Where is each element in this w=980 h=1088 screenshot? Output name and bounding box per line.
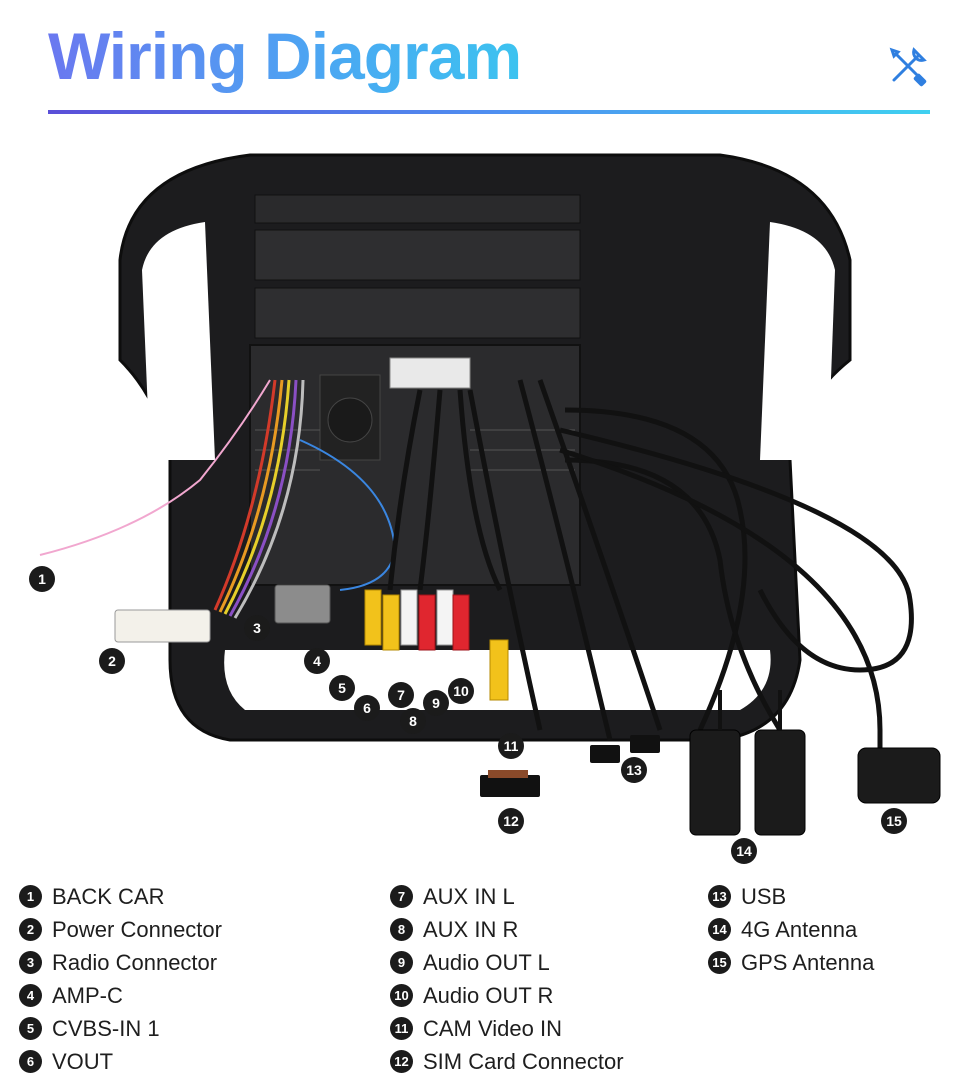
callout-cam-video-in: 11	[498, 733, 524, 759]
legend-number: 5	[19, 1017, 42, 1040]
legend-number: 6	[19, 1050, 42, 1073]
legend-label: CVBS-IN 1	[52, 1015, 160, 1041]
callout-power-connector: 2	[99, 648, 125, 674]
head-unit-illustration	[39, 153, 941, 836]
callout-amp-c: 4	[304, 648, 330, 674]
legend-item: 12 SIM Card Connector	[390, 1045, 624, 1078]
legend-label: Audio OUT L	[423, 949, 550, 975]
callout-audio-out-r: 10	[448, 678, 474, 704]
callout-vout: 6	[354, 695, 380, 721]
legend-label: CAM Video IN	[423, 1015, 562, 1041]
legend-item: 5 CVBS-IN 1	[19, 1012, 222, 1045]
legend-item: 2 Power Connector	[19, 913, 222, 946]
legend-number: 12	[390, 1050, 413, 1073]
legend-label: Audio OUT R	[423, 982, 554, 1008]
callout-sim-connector: 12	[498, 808, 524, 834]
legend-item: 9 Audio OUT L	[390, 946, 624, 979]
legend-label: USB	[741, 883, 787, 909]
legend-item: 14 4G Antenna	[708, 913, 874, 946]
legend-column-3: 13 USB 14 4G Antenna 15 GPS Antenna	[708, 880, 874, 979]
legend-number: 2	[19, 918, 42, 941]
legend-label: Radio Connector	[52, 949, 218, 975]
tools-icon	[889, 47, 927, 87]
legend-number: 1	[19, 885, 42, 908]
legend-item: 10 Audio OUT R	[390, 979, 624, 1012]
legend-item: 13 USB	[708, 880, 874, 913]
callout-gps-antenna: 15	[881, 808, 907, 834]
legend-label: AMP-C	[52, 982, 123, 1008]
legend-number: 7	[390, 885, 413, 908]
header-divider	[48, 110, 930, 114]
legend-number: 14	[708, 918, 731, 941]
callout-usb: 13	[621, 757, 647, 783]
legend-label: GPS Antenna	[741, 949, 875, 975]
callout-4g-antenna: 14	[731, 838, 757, 864]
callout-aux-in-l: 7	[388, 682, 414, 708]
callout-back-car: 1	[29, 566, 55, 592]
legend-item: 4 AMP-C	[19, 979, 222, 1012]
legend-label: Power Connector	[52, 916, 222, 942]
legend-label: AUX IN L	[423, 883, 515, 909]
legend-number: 4	[19, 984, 42, 1007]
legend-label: 4G Antenna	[741, 916, 858, 942]
callout-radio-connector: 3	[244, 615, 270, 641]
legend-number: 3	[19, 951, 42, 974]
legend-label: VOUT	[52, 1048, 114, 1074]
legend-item: 3 Radio Connector	[19, 946, 222, 979]
legend-item: 7 AUX IN L	[390, 880, 624, 913]
legend-item: 1 BACK CAR	[19, 880, 222, 913]
callout-aux-in-r: 8	[400, 708, 426, 734]
page-title: Wiring Diagram	[48, 19, 522, 93]
legend-number: 8	[390, 918, 413, 941]
legend-label: AUX IN R	[423, 916, 519, 942]
legend-item: 15 GPS Antenna	[708, 946, 874, 979]
legend-number: 13	[708, 885, 731, 908]
legend-number: 9	[390, 951, 413, 974]
callout-audio-out-l: 9	[423, 690, 449, 716]
legend-number: 10	[390, 984, 413, 1007]
legend-item: 11 CAM Video IN	[390, 1012, 624, 1045]
legend-column-2: 7 AUX IN L 8 AUX IN R 9 Audio OUT L 10 Audio…	[390, 880, 624, 1078]
legend-column-1: 1 BACK CAR 2 Power Connector 3 Radio Connec…	[19, 880, 222, 1078]
legend-number: 11	[390, 1017, 413, 1040]
legend-label: SIM Card Connector	[423, 1048, 624, 1074]
legend-item: 8 AUX IN R	[390, 913, 624, 946]
legend-number: 15	[708, 951, 731, 974]
legend-item: 6 VOUT	[19, 1045, 222, 1078]
legend-label: BACK CAR	[52, 883, 165, 909]
callout-cvbs-in: 5	[329, 675, 355, 701]
